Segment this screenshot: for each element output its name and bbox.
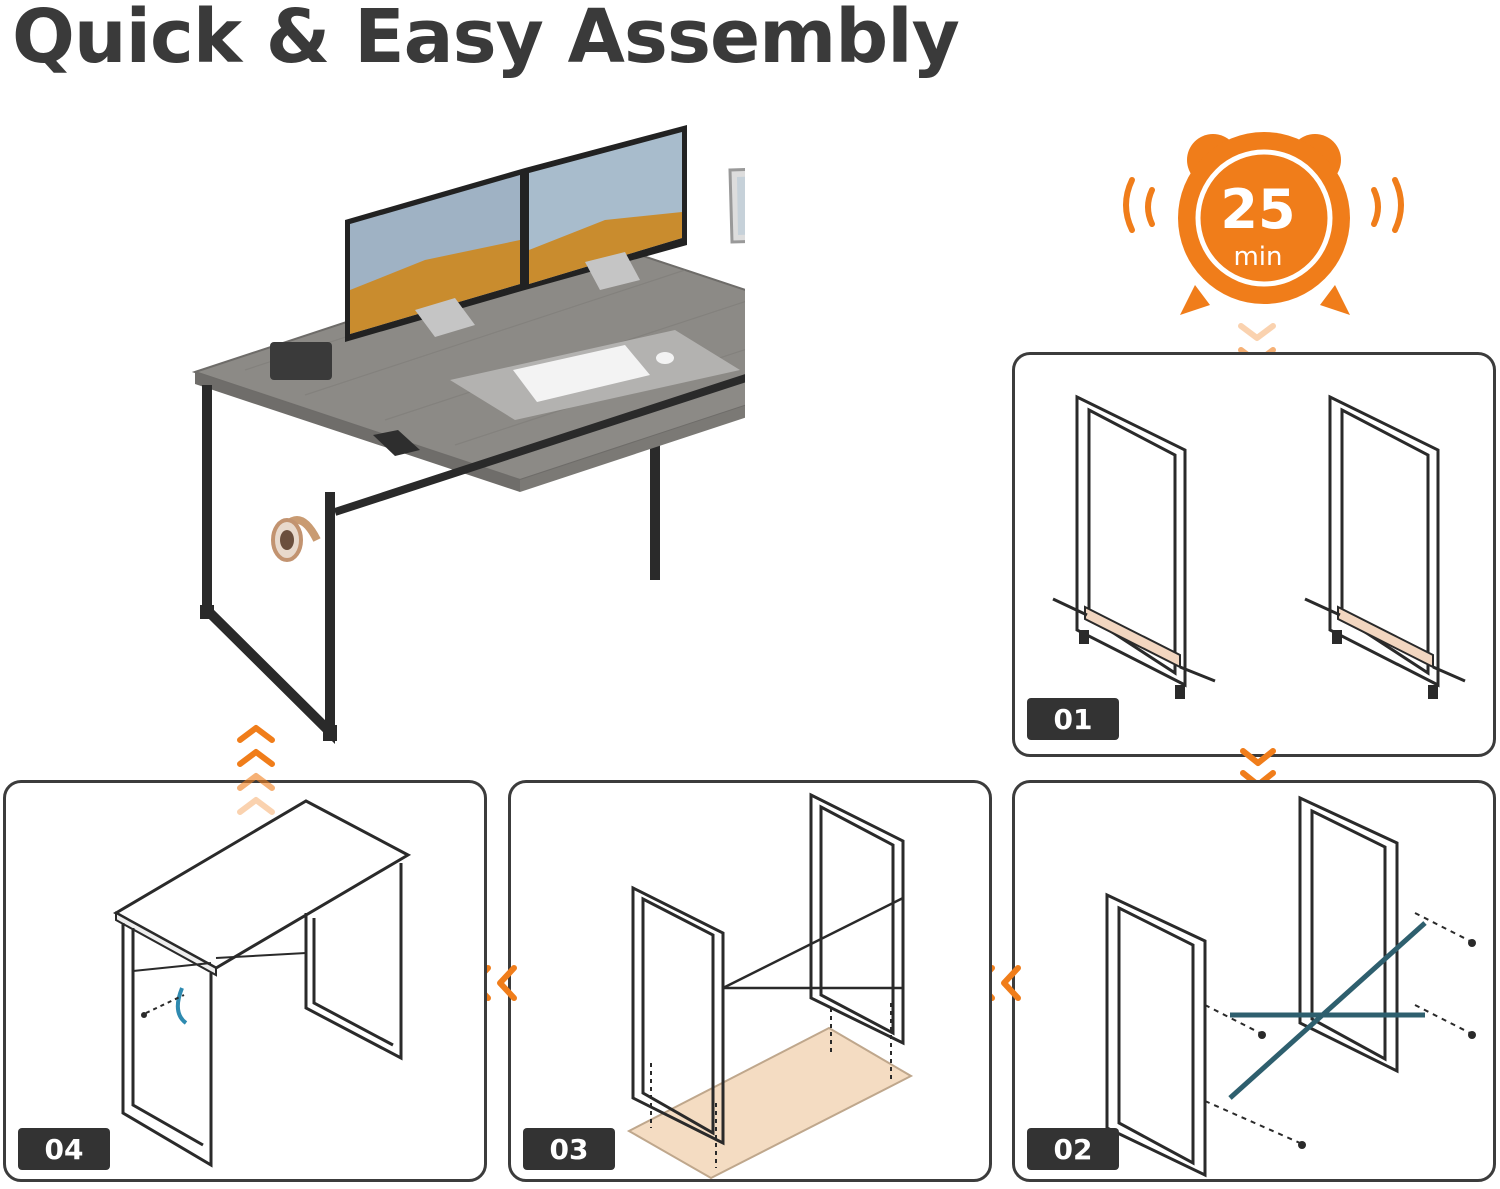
step-04-panel: 04 — [3, 780, 487, 1182]
alarm-clock-icon — [1123, 132, 1404, 315]
step-02-illustration — [1105, 795, 1476, 1178]
step-03-illustration — [626, 792, 914, 1180]
step-03-panel: 03 — [508, 780, 992, 1182]
step-02-panel: 02 — [1012, 780, 1496, 1182]
step-01-badge: 01 — [1027, 698, 1119, 740]
step-01-panel: 01 — [1012, 352, 1496, 757]
headphones-icon — [271, 516, 321, 562]
assembled-desk-illustration — [191, 125, 745, 745]
step-04-illustration — [112, 799, 412, 1168]
step-04-badge: 04 — [18, 1128, 110, 1170]
step-02-badge: 02 — [1027, 1128, 1119, 1170]
chevron-up-icon — [237, 725, 275, 815]
step-01-illustration — [1052, 394, 1466, 699]
step-03-badge: 03 — [523, 1128, 615, 1170]
timer-value: 25 — [1220, 178, 1296, 241]
timer-unit: min — [1233, 242, 1283, 272]
page-title: Quick & Easy Assembly — [12, 0, 960, 80]
